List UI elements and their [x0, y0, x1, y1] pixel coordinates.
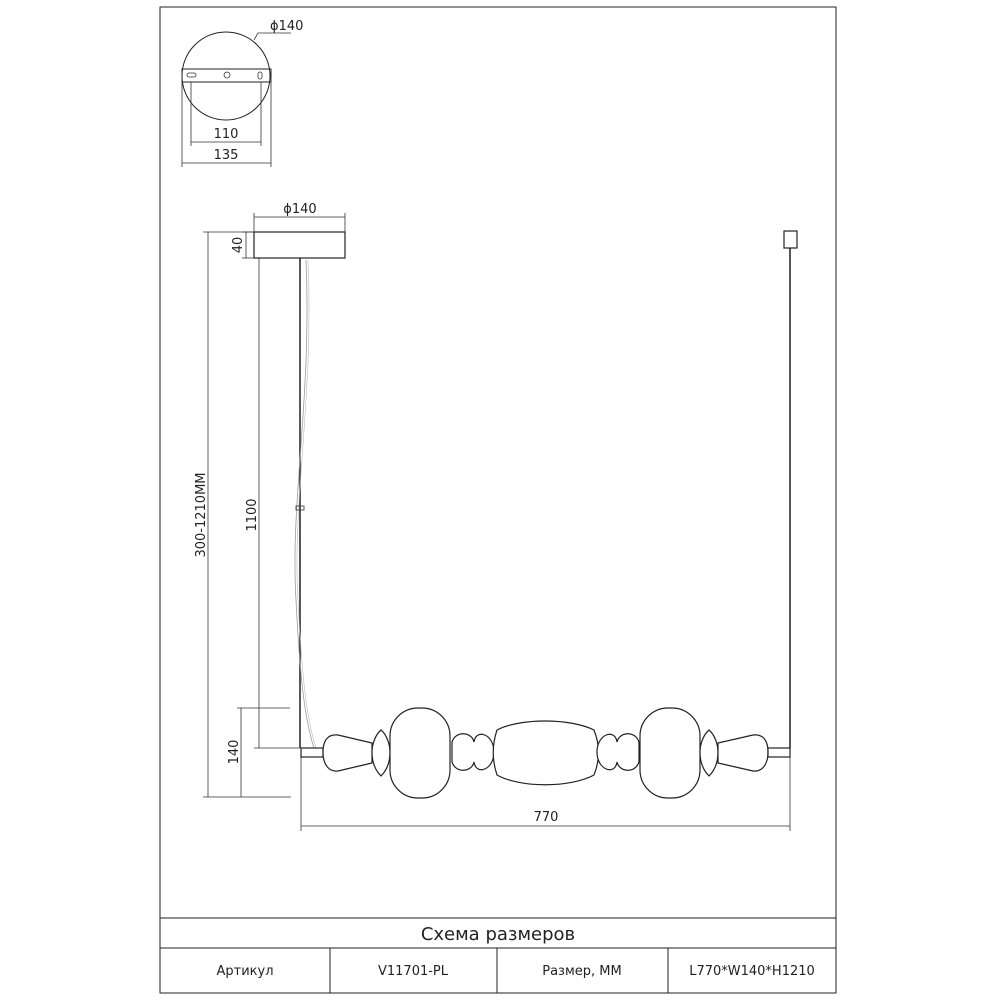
top-view: ϕ140 110 135: [181, 19, 303, 167]
size-value: L770*W140*H1210: [689, 964, 815, 979]
end-cap: [767, 747, 791, 758]
center-hole: [223, 71, 231, 79]
total-height-label: 300-1210MM: [194, 472, 209, 557]
leader-line: [253, 32, 291, 41]
top-diameter-label: ϕ140: [270, 19, 303, 34]
round-bead: [639, 707, 701, 799]
article-value: V11701-PL: [378, 964, 449, 979]
front-view: ϕ140 40 300-1210MM: [194, 202, 798, 831]
length-label: 770: [534, 810, 559, 825]
canopy-diameter-label: ϕ140: [283, 202, 316, 217]
article-label: Артикул: [216, 964, 273, 979]
slot-hole: [186, 72, 197, 78]
body-height-label: 140: [227, 740, 242, 765]
title-block-title: Схема размеров: [421, 924, 575, 945]
lamp-body: [300, 707, 791, 799]
mounting-bar: [181, 68, 272, 83]
round-bead: [389, 707, 451, 799]
inner-width-label: 110: [214, 127, 239, 142]
canopy: [253, 231, 346, 259]
ring-bead: [371, 729, 391, 777]
slot-hole: [257, 71, 263, 80]
cone-bead: [717, 734, 769, 772]
drawing-frame: [159, 6, 837, 994]
cone-bead: [322, 734, 373, 772]
end-cap: [300, 747, 324, 758]
cable-length-label: 1100: [245, 498, 260, 531]
cable-holder: [783, 230, 798, 249]
power-cord: [294, 259, 315, 749]
double-bead: [596, 733, 640, 771]
canopy-height-label: 40: [231, 237, 246, 254]
cable-adjuster: [295, 505, 305, 511]
double-bead: [451, 733, 495, 771]
outer-width-label: 135: [214, 148, 239, 163]
title-block: Схема размеров Артикул V11701-PL Размер,…: [160, 917, 836, 993]
oval-bead: [492, 720, 600, 786]
canopy-circle: [181, 31, 271, 121]
ring-bead: [699, 729, 719, 777]
size-label: Размер, ММ: [542, 964, 621, 979]
